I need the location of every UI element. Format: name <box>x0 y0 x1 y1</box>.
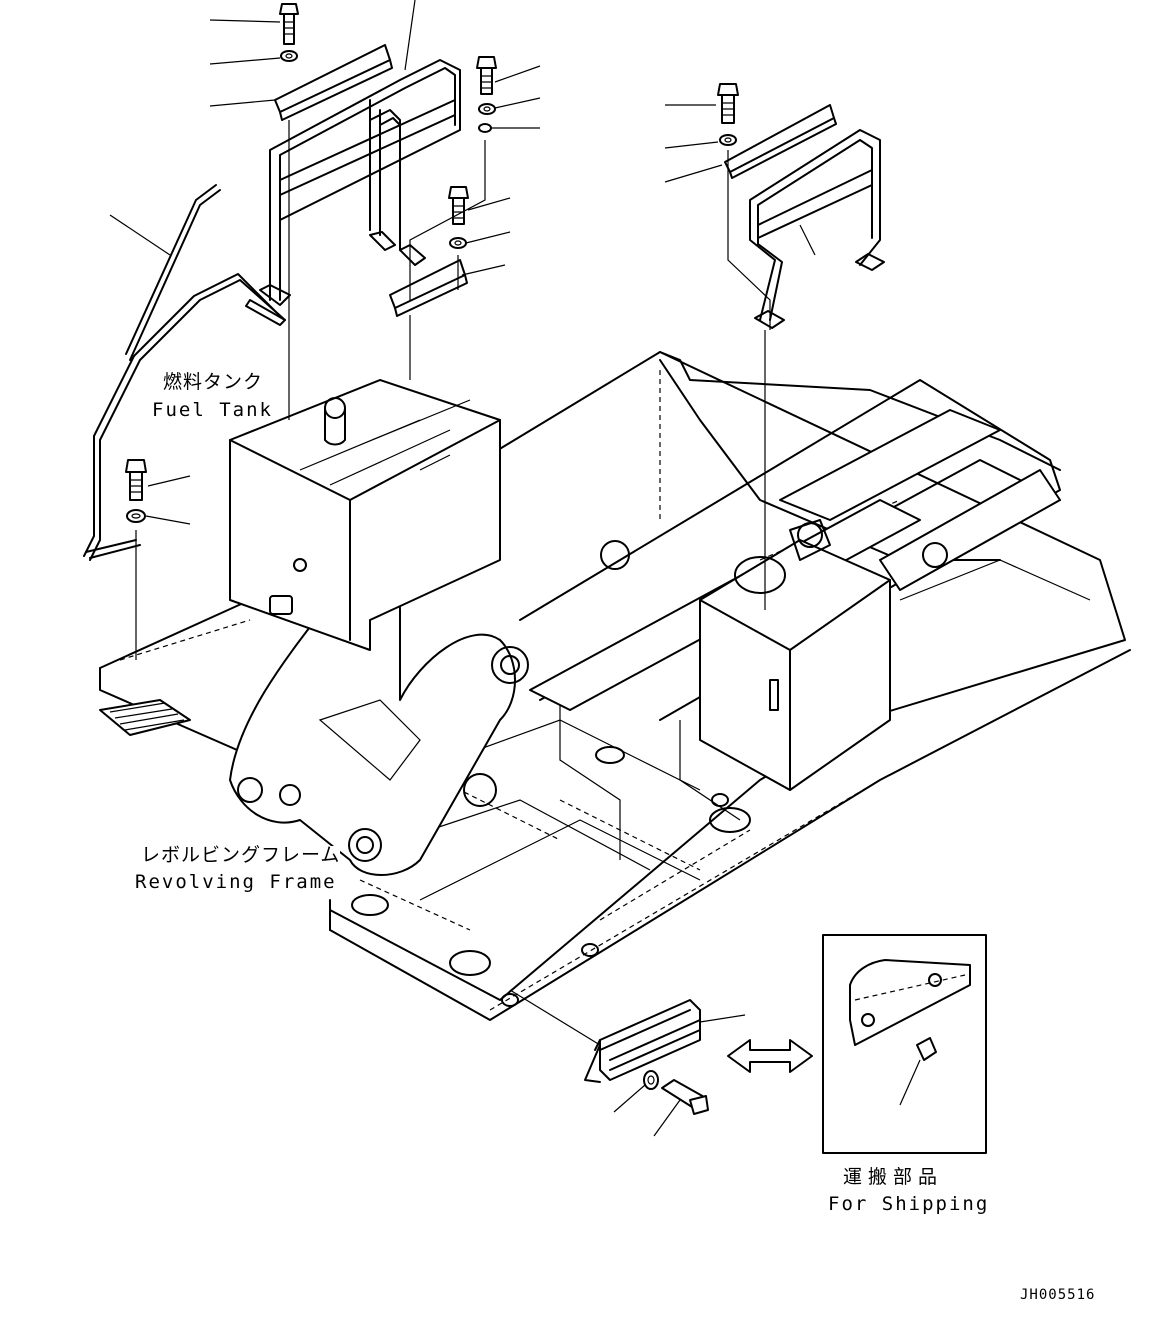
bolt-icon <box>279 3 299 45</box>
washer-icon <box>478 123 492 133</box>
double-arrow-icon <box>727 1039 813 1073</box>
bolt-icon <box>661 1079 709 1115</box>
bolt-icon <box>476 56 497 95</box>
shipping-inset <box>822 934 987 1154</box>
fuel-tank <box>229 379 501 651</box>
washer-icon <box>719 134 737 146</box>
bolt-icon <box>717 83 739 124</box>
washer-icon <box>280 50 298 62</box>
revolving-frame-label-jp: レボルビングフレーム <box>141 844 341 866</box>
fuel-tank-label-jp: 燃料タンク <box>163 371 264 393</box>
drawing-reference: JH005516 <box>1020 1287 1096 1303</box>
hydraulic-tank <box>699 519 891 791</box>
shipping-step <box>584 999 701 1083</box>
washer-icon <box>643 1070 659 1090</box>
for-shipping-label-jp: 運搬部品 <box>843 1166 944 1188</box>
washer-icon <box>126 509 146 523</box>
handrail-long <box>83 184 286 561</box>
bolt-icon <box>448 186 469 225</box>
fuel-tank-label-en: Fuel Tank <box>152 399 273 421</box>
bracket-plate-1 <box>274 44 393 121</box>
revolving-frame-label-en: Revolving Frame <box>135 871 337 893</box>
assembly-lines <box>135 120 771 1046</box>
handrail-upper <box>259 59 461 306</box>
bolt-icon <box>125 459 147 501</box>
leader-lines <box>109 0 921 1137</box>
bracket-plate-2 <box>389 259 468 317</box>
washer-icon <box>449 237 467 249</box>
for-shipping-label-en: For Shipping <box>828 1193 990 1215</box>
handrail-right <box>749 129 885 329</box>
washer-icon <box>478 103 496 115</box>
